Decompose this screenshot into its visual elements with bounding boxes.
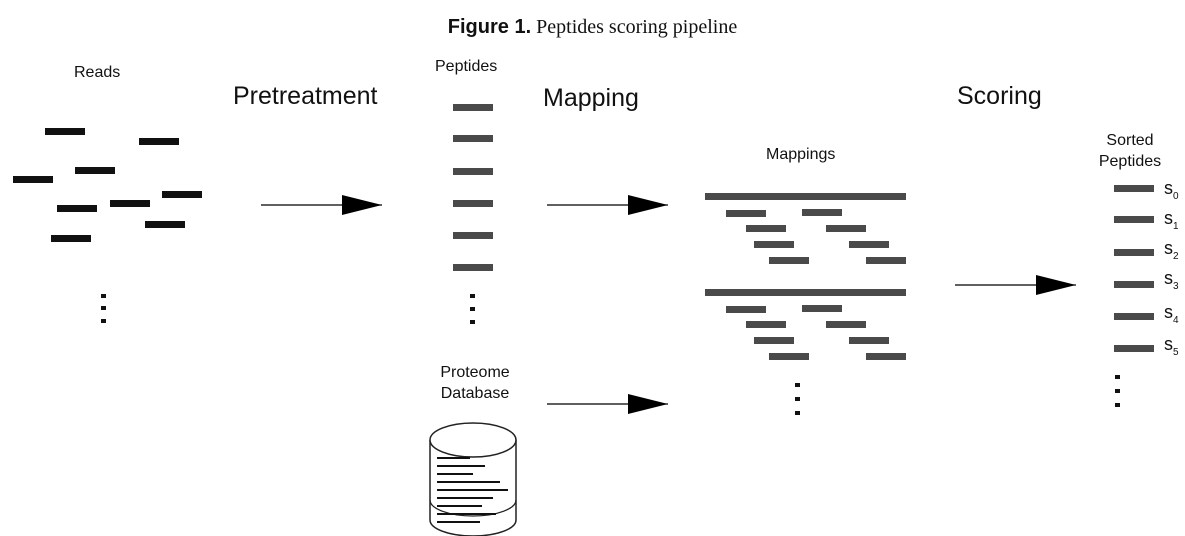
read-bar xyxy=(57,205,97,212)
read-bar xyxy=(139,138,179,145)
peptides-group xyxy=(453,104,493,324)
stage-mapping: Mapping xyxy=(543,84,639,112)
mapping-block xyxy=(705,289,906,360)
sorted-peptide-bar xyxy=(1114,216,1154,223)
proteome-database-label: Proteome Database xyxy=(420,362,530,404)
read-bar xyxy=(145,221,185,228)
mapped-peptide-bar xyxy=(726,210,766,217)
mapped-peptide-bar xyxy=(826,321,866,328)
sorted-peptide-bar xyxy=(1114,313,1154,320)
peptide-bar xyxy=(453,135,493,142)
peptides-label: Peptides xyxy=(435,58,498,75)
read-bar xyxy=(51,235,91,242)
mapped-peptide-bar xyxy=(849,241,889,248)
ellipsis-dot xyxy=(1115,375,1120,379)
mapped-peptide-bar xyxy=(769,353,809,360)
sorted-label-line1: Sorted xyxy=(1106,132,1154,149)
mapped-peptide-bar xyxy=(746,225,786,232)
score-label: s2 xyxy=(1164,238,1179,262)
mapping-block xyxy=(705,193,906,264)
mapped-peptide-bar xyxy=(802,209,842,216)
peptide-bar xyxy=(453,232,493,239)
stage-scoring: Scoring xyxy=(957,82,1042,110)
peptide-bar xyxy=(453,200,493,207)
mapped-peptide-bar xyxy=(866,353,906,360)
ellipsis-dot xyxy=(101,294,106,298)
mapped-peptide-bar xyxy=(746,321,786,328)
mapped-peptide-bar xyxy=(769,257,809,264)
mapped-peptide-bar xyxy=(826,225,866,232)
database-icon xyxy=(429,422,517,536)
ellipsis-dot xyxy=(470,320,475,324)
read-bar xyxy=(110,200,150,207)
reads-group xyxy=(13,128,202,323)
peptide-bar xyxy=(453,264,493,271)
ellipsis-dot xyxy=(470,294,475,298)
ellipsis-dot xyxy=(1115,389,1120,393)
proteome-label-line2: Database xyxy=(440,385,510,402)
peptide-bar xyxy=(453,104,493,111)
sorted-peptides-label: Sorted Peptides xyxy=(1080,130,1180,172)
reads-label: Reads xyxy=(74,64,121,81)
ellipsis-dot xyxy=(470,307,475,311)
stage-pretreatment: Pretreatment xyxy=(233,82,378,110)
mapped-peptide-bar xyxy=(754,337,794,344)
mappings-label: Mappings xyxy=(766,146,836,163)
sorted-peptide-bar xyxy=(1114,185,1154,192)
mapped-peptide-bar xyxy=(726,306,766,313)
sorted-peptides-group xyxy=(1114,185,1154,407)
sorted-peptide-bar xyxy=(1114,345,1154,352)
sorted-peptide-bar xyxy=(1114,249,1154,256)
score-label: s3 xyxy=(1164,268,1179,292)
ellipsis-dot xyxy=(1115,403,1120,407)
ellipsis-dot xyxy=(101,319,106,323)
ellipsis-dot xyxy=(795,383,800,387)
mapped-peptide-bar xyxy=(866,257,906,264)
score-label: s0 xyxy=(1164,178,1179,202)
ellipsis-dot xyxy=(795,397,800,401)
reference-bar xyxy=(705,193,906,200)
read-bar xyxy=(162,191,202,198)
score-label: s1 xyxy=(1164,208,1179,232)
read-bar xyxy=(75,167,115,174)
score-label: s5 xyxy=(1164,334,1179,358)
mapped-peptide-bar xyxy=(802,305,842,312)
read-bar xyxy=(45,128,85,135)
figure-caption: Figure 1. Peptides scoring pipeline xyxy=(0,16,1185,39)
peptide-bar xyxy=(453,168,493,175)
score-label: s4 xyxy=(1164,302,1179,326)
figure-title: Peptides scoring pipeline xyxy=(536,16,738,38)
mapped-peptide-bar xyxy=(849,337,889,344)
proteome-label-line1: Proteome xyxy=(440,364,510,381)
ellipsis-dot xyxy=(795,411,800,415)
read-bar xyxy=(13,176,53,183)
reference-bar xyxy=(705,289,906,296)
sorted-peptide-bar xyxy=(1114,281,1154,288)
ellipsis-dot xyxy=(101,306,106,310)
sorted-label-line2: Peptides xyxy=(1098,153,1162,170)
figure-label: Figure 1. xyxy=(447,16,532,38)
mapped-peptide-bar xyxy=(754,241,794,248)
